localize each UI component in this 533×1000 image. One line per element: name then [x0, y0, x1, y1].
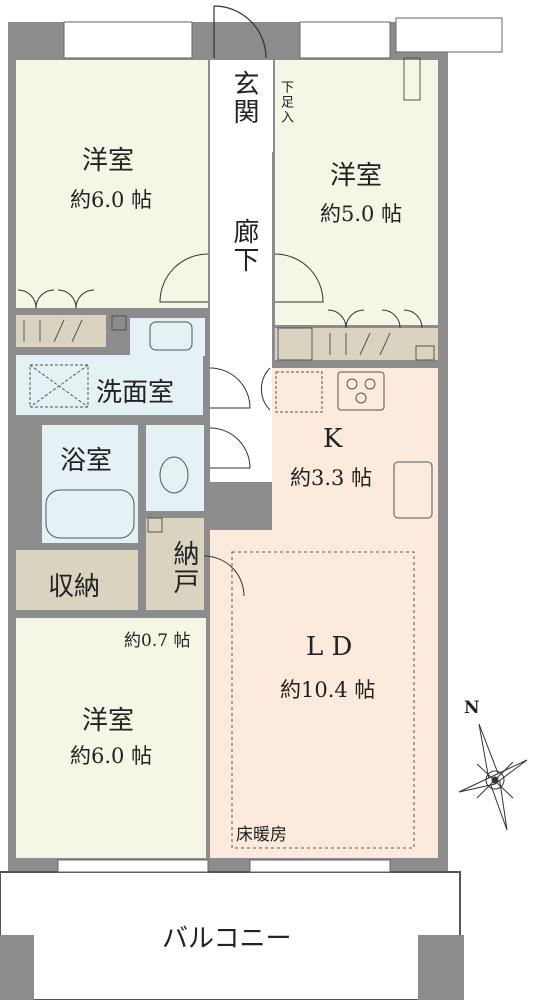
room-size-western-sw: 約6.0 帖	[70, 744, 153, 768]
entrance-label: 玄関	[229, 70, 259, 126]
balcony-pillar-left	[0, 935, 34, 1000]
closet-size: 約0.7 帖	[124, 631, 191, 651]
living-area	[210, 530, 438, 858]
balcony-area	[0, 871, 461, 1000]
room-western-sw	[16, 618, 206, 858]
living-size: 約10.4 帖	[280, 678, 376, 702]
bath-area	[42, 425, 138, 543]
compass-north-label: N	[464, 698, 480, 718]
entrance-door-swing	[213, 5, 267, 59]
kitchen-name: K	[323, 424, 343, 454]
room-name-western-nw: 洋室	[82, 146, 135, 176]
bath-label: 浴室	[60, 446, 113, 476]
balcony-pillar-right	[418, 935, 464, 1000]
compass-icon	[458, 723, 528, 831]
floor-heating-label: 床暖房	[236, 825, 287, 845]
room-name-western-ne: 洋室	[330, 161, 383, 191]
fixtures	[29, 57, 435, 849]
storage-label: 収納	[48, 572, 101, 602]
door-swings	[17, 253, 423, 597]
room-name-western-sw: 洋室	[82, 706, 135, 736]
shelf-marks	[23, 319, 391, 356]
balcony-label: バルコニー	[162, 924, 292, 954]
kitchen-size: 約3.3 帖	[290, 466, 373, 490]
corridor-area	[210, 152, 272, 482]
toilet-area	[146, 425, 204, 511]
corridor-label: 廊下	[229, 218, 259, 274]
closet-label: 納戸	[169, 540, 199, 596]
room-size-western-ne: 約5.0 帖	[320, 202, 403, 226]
storage-strip-nw	[16, 315, 106, 347]
washroom-label: 洗面室	[96, 378, 175, 408]
storage-strip-ne	[275, 328, 438, 360]
room-western-ne	[275, 60, 438, 325]
living-name: L D	[306, 632, 353, 662]
shoe-storage-label: 下足入	[278, 80, 293, 125]
kitchen-area	[272, 368, 438, 530]
closet-area	[146, 518, 204, 610]
window-frames	[57, 17, 503, 873]
storage-area	[16, 550, 138, 610]
room-size-western-nw: 約6.0 帖	[70, 188, 153, 212]
entrance-area	[210, 60, 273, 152]
